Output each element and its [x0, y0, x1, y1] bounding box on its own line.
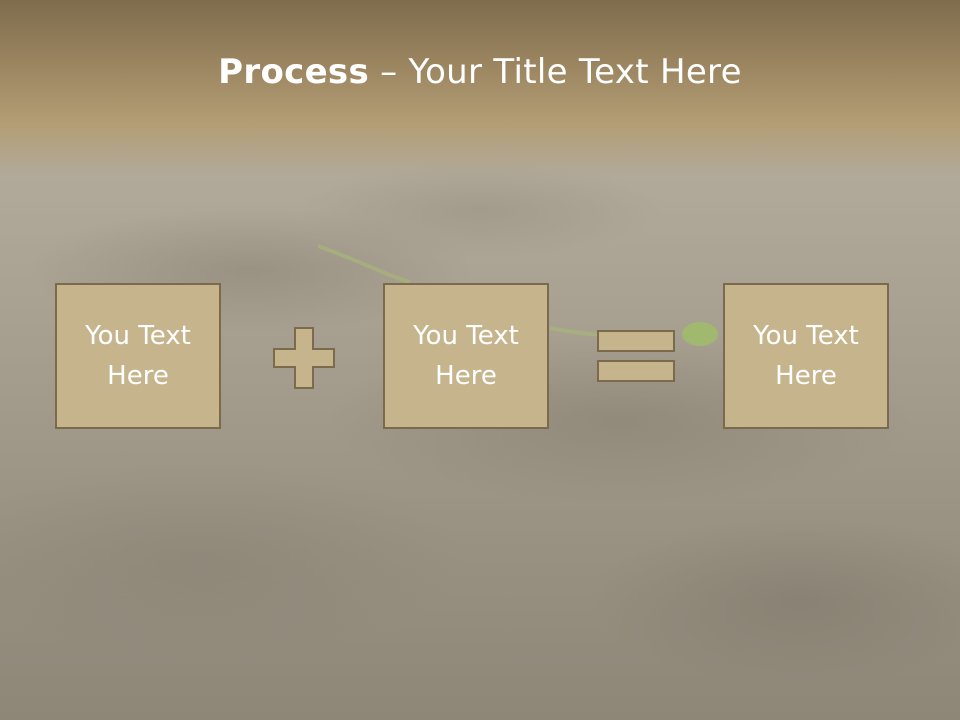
title-rest: – Your Title Text Here [369, 52, 742, 92]
title-band [0, 0, 960, 175]
sprout-decoration [318, 244, 718, 346]
text-box-3[interactable]: You Text Here [723, 283, 889, 429]
text-box-2[interactable]: You Text Here [383, 283, 549, 429]
title-bold: Process [218, 52, 370, 92]
page-title: Process – Your Title Text Here [0, 52, 960, 92]
text-box-1[interactable]: You Text Here [55, 283, 221, 429]
equals-icon [597, 330, 675, 382]
text-box-3-label: You Text Here [753, 321, 859, 391]
plus-icon [273, 327, 335, 389]
text-box-1-label: You Text Here [85, 321, 191, 391]
text-box-2-label: You Text Here [413, 321, 519, 391]
